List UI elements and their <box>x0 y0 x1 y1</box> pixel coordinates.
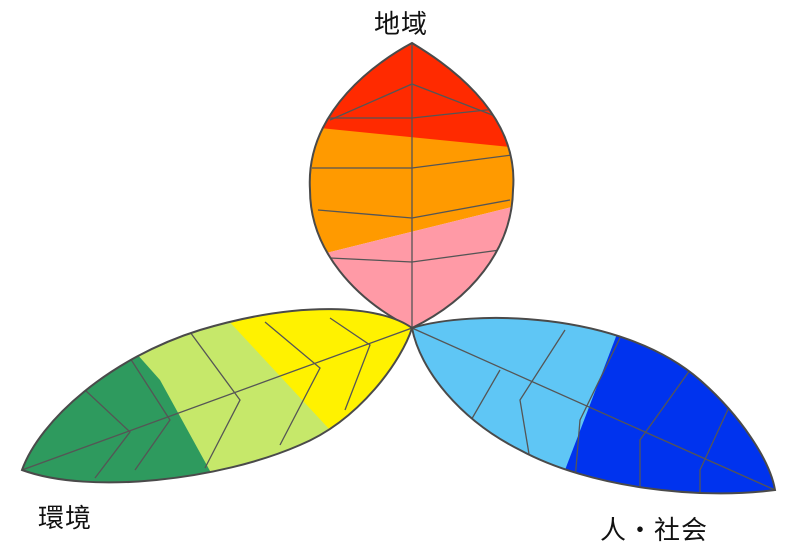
left-leaf <box>10 290 430 500</box>
label-environment: 環境 <box>38 498 92 535</box>
label-region: 地域 <box>374 4 428 41</box>
label-people-society: 人・社会 <box>600 510 708 547</box>
top-leaf <box>290 30 540 340</box>
